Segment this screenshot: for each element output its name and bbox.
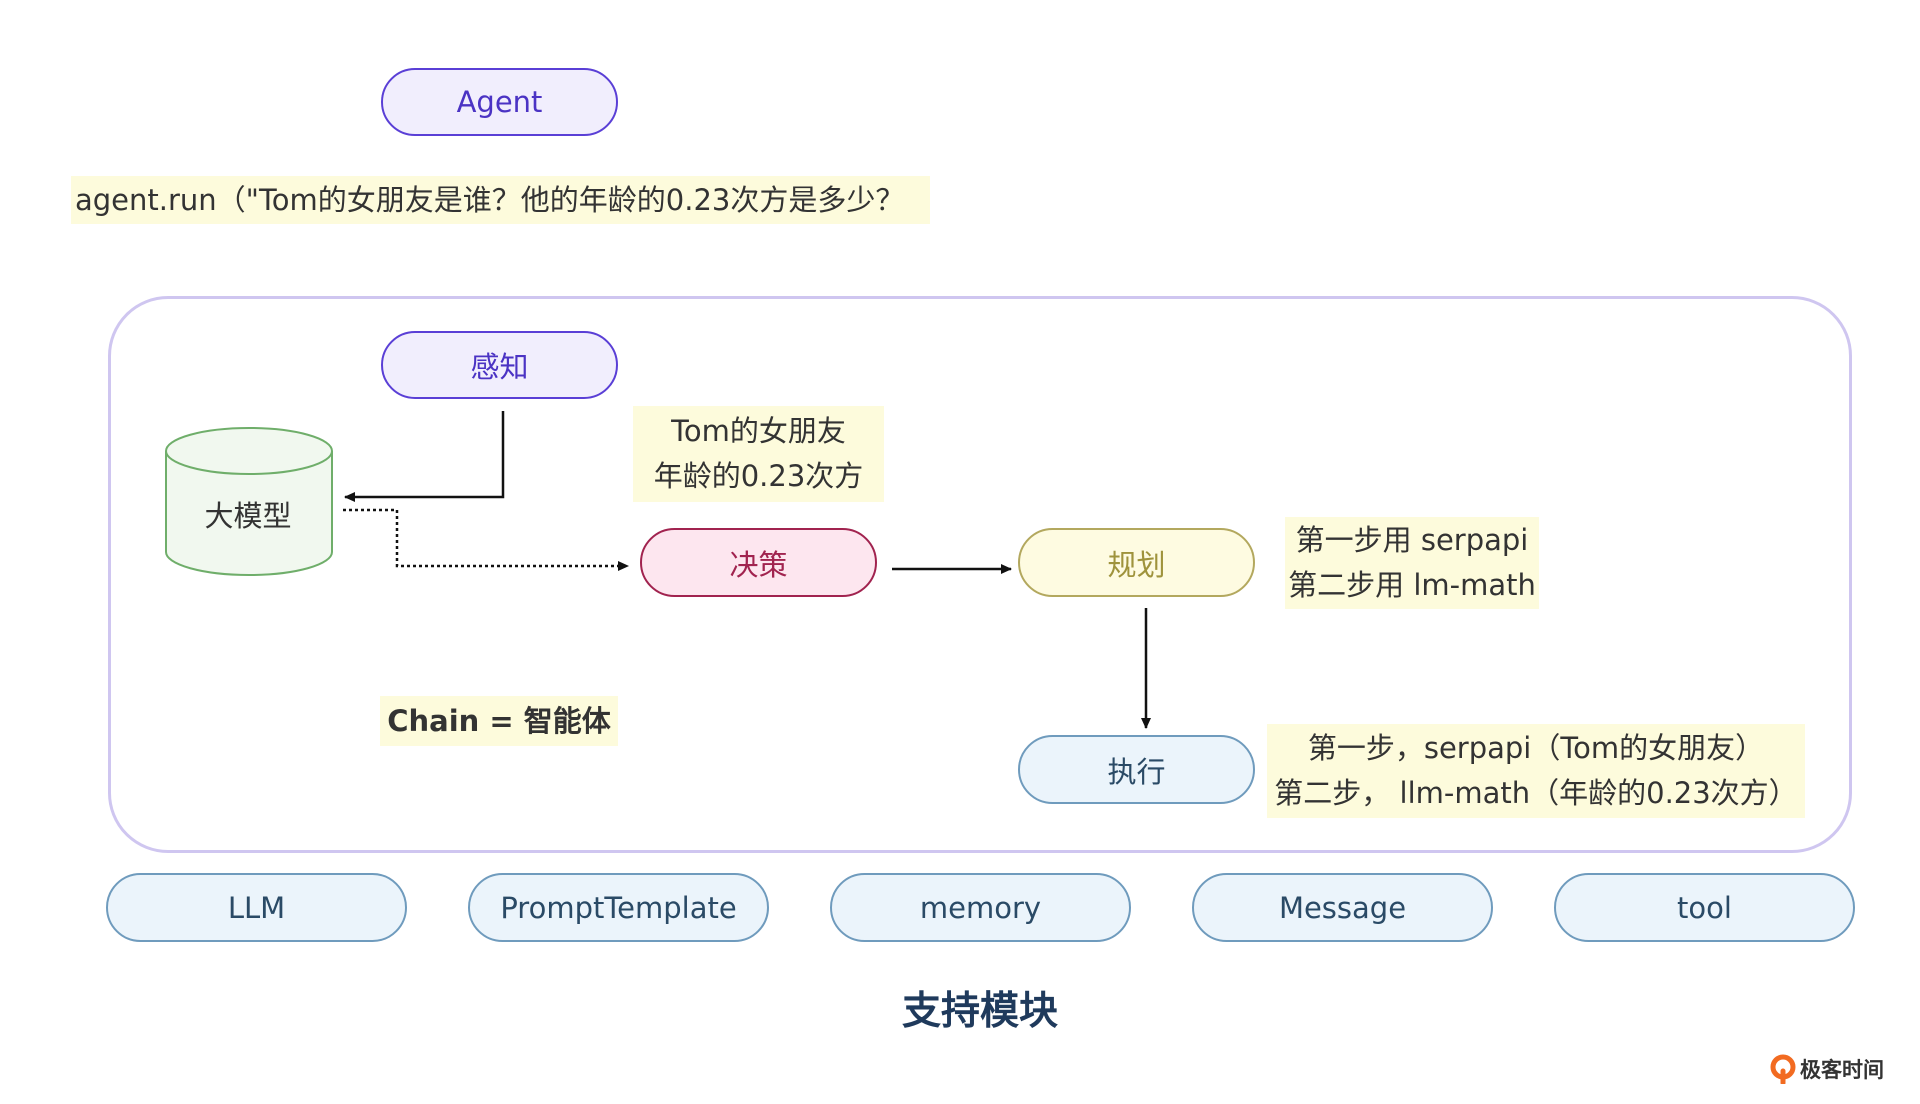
- perceive-to-llm-arrow: [344, 411, 505, 502]
- module-llm: LLM: [106, 873, 407, 942]
- llm-to-decide-arrow: [343, 508, 629, 571]
- perceive-node: 感知: [381, 331, 618, 399]
- module-prompt-template: PromptTemplate: [468, 873, 769, 942]
- module-tool: tool: [1554, 873, 1855, 942]
- decide-node: 决策: [640, 528, 877, 597]
- execution-note: 第一步，serpapi（Tom的女朋友） 第二步， llm-math（年龄的0.…: [1267, 724, 1805, 818]
- brand-logo: 极客时间: [1770, 1052, 1900, 1086]
- agent-node: Agent: [381, 68, 618, 136]
- chain-label: Chain = 智能体: [380, 696, 618, 746]
- module-message: Message: [1192, 873, 1493, 942]
- brand-label: 极客时间: [1800, 1058, 1884, 1082]
- decision-note: Tom的女朋友 年龄的0.23次方: [633, 406, 884, 502]
- decision-note-line: 年龄的0.23次方: [653, 459, 864, 493]
- decision-note-line: Tom的女朋友: [671, 414, 846, 448]
- module-memory: memory: [830, 873, 1131, 942]
- execution-note-line: 第一步，serpapi（Tom的女朋友）: [1307, 731, 1765, 765]
- chain-frame: [108, 296, 1852, 853]
- execute-node: 执行: [1018, 735, 1255, 804]
- plan-note-line: 第一步用 serpapi: [1295, 523, 1529, 557]
- geektime-logo-icon: [1770, 1054, 1796, 1084]
- execution-note-line: 第二步， llm-math（年龄的0.23次方）: [1274, 776, 1798, 810]
- plan-node: 规划: [1018, 528, 1255, 597]
- agent-run-call: agent.run（"Tom的女朋友是谁？他的年龄的0.23次方是多少？: [71, 176, 930, 224]
- plan-note-line: 第二步用 lm-math: [1288, 568, 1536, 602]
- llm-store-cylinder: [165, 427, 333, 576]
- llm-store-label: 大模型: [204, 499, 292, 533]
- modules-caption: 支持模块: [901, 989, 1058, 1034]
- plan-note: 第一步用 serpapi 第二步用 lm-math: [1285, 517, 1539, 609]
